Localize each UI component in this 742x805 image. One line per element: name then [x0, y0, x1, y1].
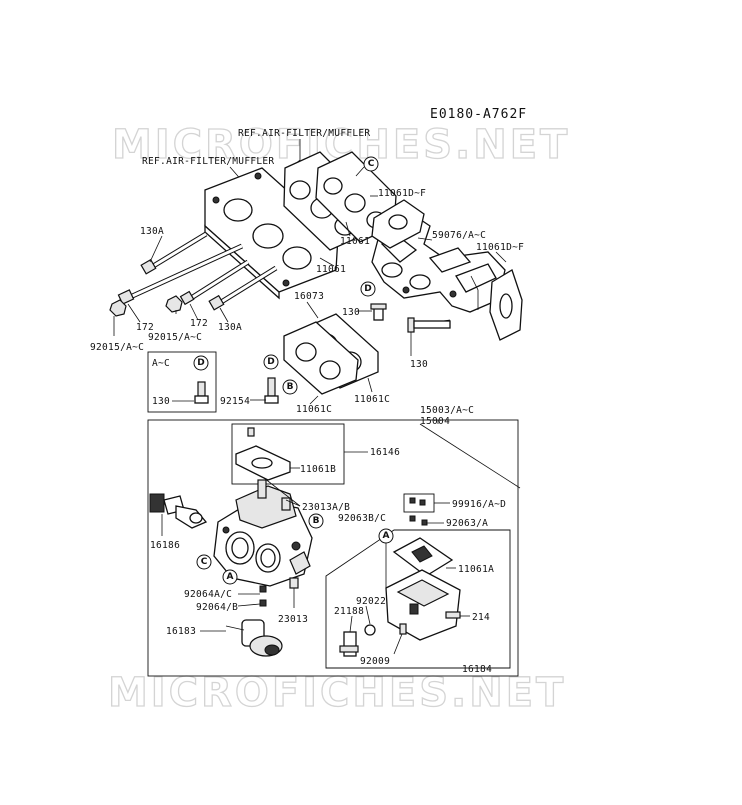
callout-d-inset — [193, 355, 209, 371]
label-92063bc: 92063B/C — [338, 513, 386, 524]
svg-text:C: C — [201, 557, 208, 567]
label-23013: 23013 — [278, 614, 308, 625]
label-92064b: 92064/B — [196, 602, 238, 613]
svg-text:D: D — [197, 358, 204, 368]
label-23013ab: 23013A/B — [302, 502, 350, 513]
screw-92009 — [399, 623, 407, 635]
stud-172-short — [179, 259, 250, 306]
label-11061c-a: 11061C — [296, 404, 332, 415]
label-11061-a: 11061 — [340, 236, 370, 247]
gasket-kit-16146-box — [231, 423, 345, 485]
jet-92064 — [259, 585, 267, 607]
label-11061c-b: 11061C — [354, 394, 390, 405]
label-92154: 92154 — [220, 396, 250, 407]
jet-92063b — [409, 515, 416, 522]
label-92022: 92022 — [356, 596, 386, 607]
stud-130a-lower — [208, 265, 278, 311]
o-ring-92022 — [364, 624, 376, 636]
jet-23013 — [289, 577, 299, 589]
nut-92015-left — [109, 299, 127, 317]
screw-16146 — [247, 427, 255, 437]
label-11061b: 11061B — [300, 464, 336, 475]
svg-text:D: D — [267, 357, 274, 367]
label-11061-b: 11061 — [316, 264, 346, 275]
label-16073: 16073 — [294, 291, 324, 302]
label-130a-b: 130A — [218, 322, 242, 333]
label-92015-b: 92015/A~C — [148, 332, 202, 343]
gasket-11061d-upper — [371, 199, 425, 249]
jet-92063a — [421, 519, 428, 526]
svg-text:B: B — [313, 516, 320, 526]
label-130a-a: 130A — [140, 226, 164, 237]
label-130-b: 130 — [410, 359, 428, 370]
label-92015-a: 92015/A~C — [90, 342, 144, 353]
label-130-a: 130 — [342, 307, 360, 318]
nut-92015-right — [165, 295, 183, 313]
label-172-a: 172 — [136, 322, 154, 333]
bolt-130-lower — [407, 317, 451, 333]
label-15004: 15004 — [420, 416, 450, 427]
label-11061df-b: 11061D~F — [476, 242, 524, 253]
label-16183: 16183 — [166, 626, 196, 637]
watermark-bottom: MICROFICHES.NET — [108, 670, 566, 716]
carburetor-assembly-box — [147, 419, 519, 677]
callout-c-carb — [196, 554, 212, 570]
label-11061a: 11061A — [458, 564, 494, 575]
inset-part-label: 130 — [152, 396, 170, 407]
label-15003: 15003/A~C — [420, 405, 474, 416]
gasket-11061b — [235, 445, 291, 481]
kit-99916-box — [403, 493, 435, 513]
stud-172-long — [117, 243, 244, 305]
label-92063a: 92063/A — [446, 518, 488, 529]
gasket-11061a — [392, 537, 454, 577]
carburetor-body — [213, 479, 313, 587]
svg-text:C: C — [368, 159, 375, 169]
label-16146: 16146 — [370, 447, 400, 458]
label-214: 214 — [472, 612, 490, 623]
svg-text:A: A — [227, 572, 234, 582]
callout-d-manifold — [360, 281, 376, 297]
label-16184: 16184 — [462, 664, 492, 675]
bolt-92154 — [264, 377, 279, 404]
float-bowl — [385, 569, 461, 641]
label-92009: 92009 — [360, 656, 390, 667]
gasket-11061c-front — [283, 321, 359, 395]
valve-16186 — [149, 493, 208, 529]
gasket-11061d-right — [489, 269, 523, 341]
callout-b-gasket — [282, 379, 298, 395]
svg-text:B: B — [287, 382, 294, 392]
callout-b-carb — [308, 513, 324, 529]
ref-air-filter-upper: REF.AIR-FILTER/MUFFLER — [238, 128, 370, 139]
svg-text:A: A — [383, 531, 390, 541]
stud-130a-upper — [140, 231, 208, 275]
bolt-130-inset — [194, 381, 209, 404]
bolt-130-upper — [370, 303, 387, 321]
label-16186: 16186 — [150, 540, 180, 551]
callout-c-upper — [363, 156, 379, 172]
ref-air-filter-lower: REF.AIR-FILTER/MUFFLER — [142, 156, 274, 167]
label-99916: 99916/A~D — [452, 499, 506, 510]
inset-range-label: A~C — [152, 358, 170, 369]
valve-21188 — [339, 631, 359, 657]
label-59076: 59076/A~C — [432, 230, 486, 241]
inset-box-a-c — [147, 351, 217, 413]
label-172-b: 172 — [190, 318, 208, 329]
callout-d-bolt — [263, 354, 279, 370]
label-92064ac: 92064A/C — [184, 589, 232, 600]
callout-a-carb — [222, 569, 238, 585]
label-11061df-a: 11061D~F — [378, 188, 426, 199]
label-21188: 21188 — [334, 606, 364, 617]
svg-text:D: D — [364, 284, 371, 294]
solenoid-16183 — [225, 619, 283, 657]
diagram-code: E0180-A762F — [430, 107, 527, 122]
